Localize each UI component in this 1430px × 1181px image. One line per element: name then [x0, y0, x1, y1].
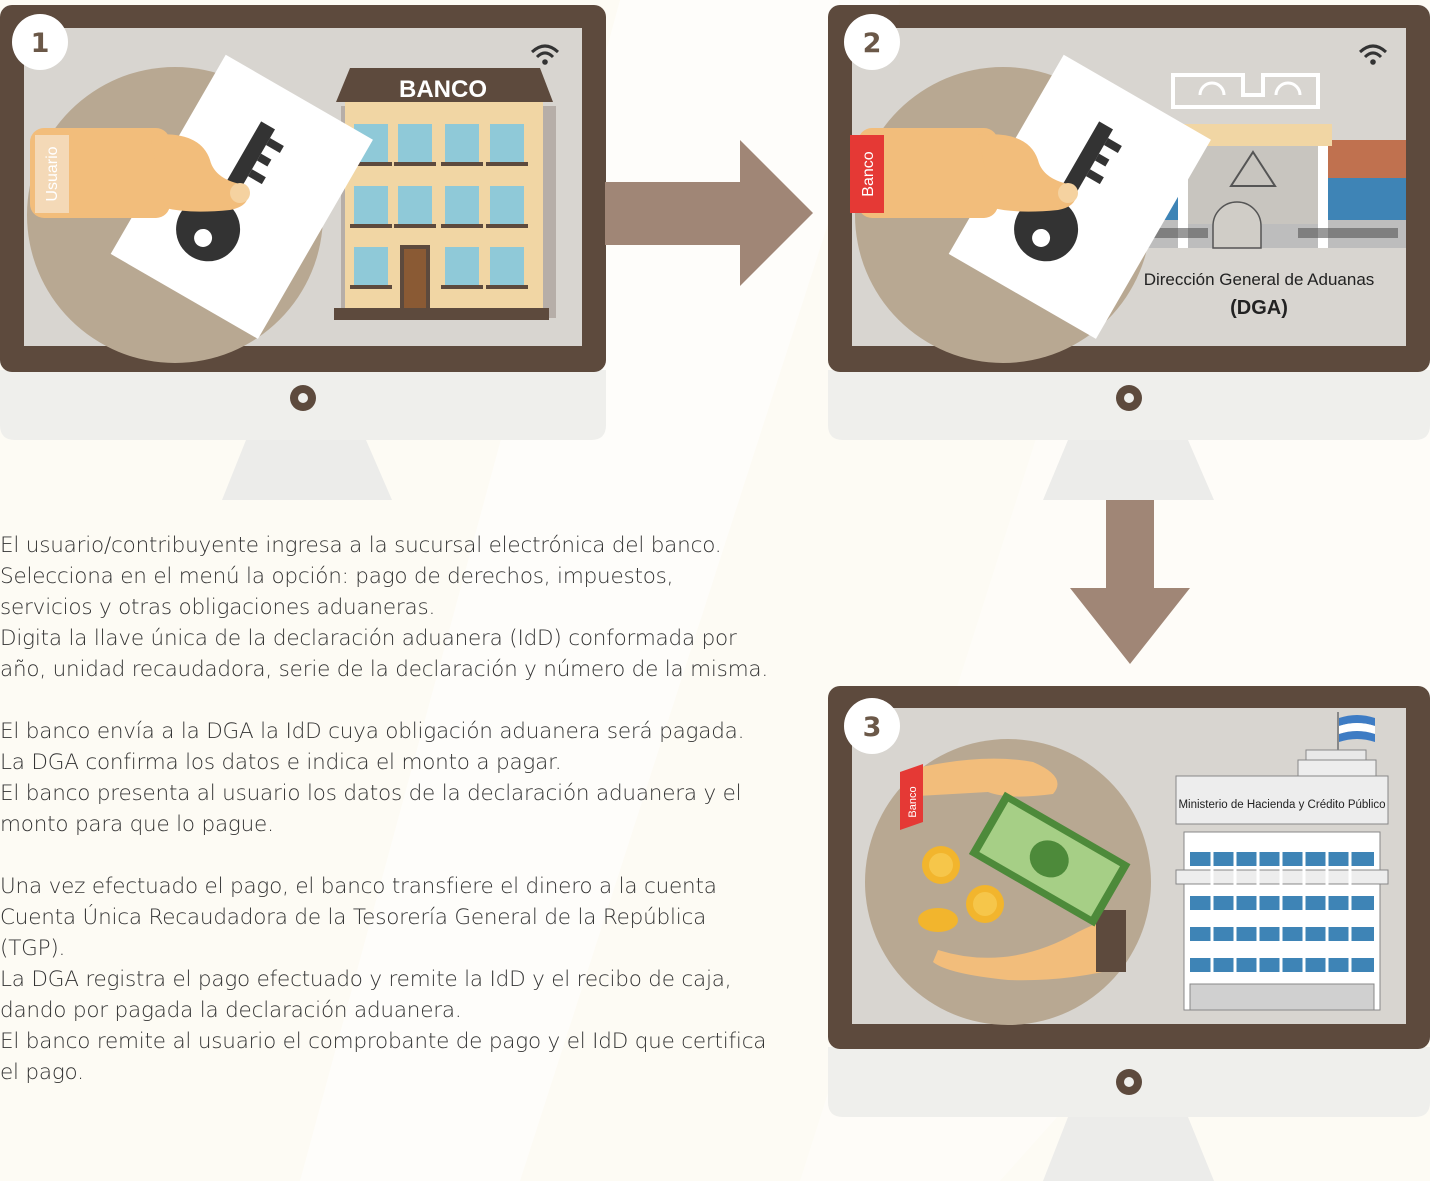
bank-tag-label: Banco: [907, 786, 919, 817]
text-line: El usuario/contribuyente ingresa a la su…: [0, 533, 722, 558]
text-line: La DGA confirma los datos e indica el mo…: [0, 750, 562, 775]
monitor-stand: [1043, 440, 1214, 500]
step-number-badge: [12, 14, 68, 70]
money-bill-icon: [968, 791, 1131, 927]
ministry-building-icon: [1175, 749, 1389, 1011]
text-line: el pago.: [0, 1060, 84, 1085]
monitor-stand: [222, 440, 392, 500]
customs-building-icon: [1128, 73, 1406, 249]
text-line: Una vez efectuado el pago, el banco tran…: [0, 874, 717, 899]
text-line: Selecciona en el menú la opción: pago de…: [0, 564, 674, 589]
text-line: El banco presenta al usuario los datos d…: [0, 781, 742, 806]
step-number: 2: [863, 28, 882, 59]
dga-label-line2: (DGA): [1230, 297, 1288, 319]
coin-icon: [918, 846, 1004, 932]
text-line: servicios y otras obligaciones aduaneras…: [0, 595, 436, 620]
arrow-down: [1070, 500, 1190, 664]
step-number: 3: [863, 712, 882, 743]
text-line: Cuenta Única Recaudadora de la Tesorería…: [0, 905, 707, 930]
arrow-right: [605, 140, 813, 286]
text-line: La DGA registra el pago efectuado y remi…: [0, 967, 732, 992]
monitor-step-1: 1 BANCO: [0, 0, 610, 505]
ministry-label: Ministerio de Hacienda y Crédito Público: [1178, 799, 1385, 811]
text-block-2: El banco envía a la DGA la IdD cuya obli…: [0, 716, 810, 840]
bank-building-icon: BANCO: [334, 68, 556, 320]
flag-icon: [1337, 712, 1375, 772]
wifi-icon: [530, 44, 560, 65]
bank-tag: Banco: [900, 764, 923, 830]
text-line: Digita la llave única de la declaración …: [0, 626, 737, 651]
text-line: El banco envía a la DGA la IdD cuya obli…: [0, 719, 745, 744]
text-block-1: El usuario/contribuyente ingresa a la su…: [0, 530, 810, 685]
steps-description: El usuario/contribuyente ingresa a la su…: [0, 530, 810, 1119]
text-line: monto para que lo pague.: [0, 812, 274, 837]
text-block-3: Una vez efectuado el pago, el banco tran…: [0, 871, 810, 1088]
bank-building-label: BANCO: [399, 76, 487, 103]
step-number: 1: [31, 28, 50, 59]
hand-icon: [900, 758, 1126, 981]
bank-tag-label: Banco: [860, 151, 877, 196]
text-line: El banco remite al usuario el comprobant…: [0, 1029, 767, 1054]
dga-label-line1: Dirección General de Aduanas: [1144, 270, 1375, 289]
user-tag: Usuario: [35, 135, 69, 213]
text-line: año, unidad recaudadora, serie de la dec…: [0, 657, 769, 682]
monitor-step-2: 2 Dirección General de Aduanas (DGA): [828, 0, 1430, 505]
monitor-step-3: 3 Banco: [828, 682, 1430, 1181]
step-number-badge: [844, 698, 900, 754]
wifi-icon: [1358, 44, 1388, 65]
user-tag-label: Usuario: [44, 146, 61, 201]
monitor-stand: [1043, 1117, 1214, 1181]
hand-icon: [858, 128, 1078, 218]
step-number-badge: [844, 14, 900, 70]
text-line: (TGP).: [0, 936, 66, 961]
bank-tag: Banco: [850, 135, 884, 213]
text-line: dando por pagada la declaración aduanera…: [0, 998, 462, 1023]
